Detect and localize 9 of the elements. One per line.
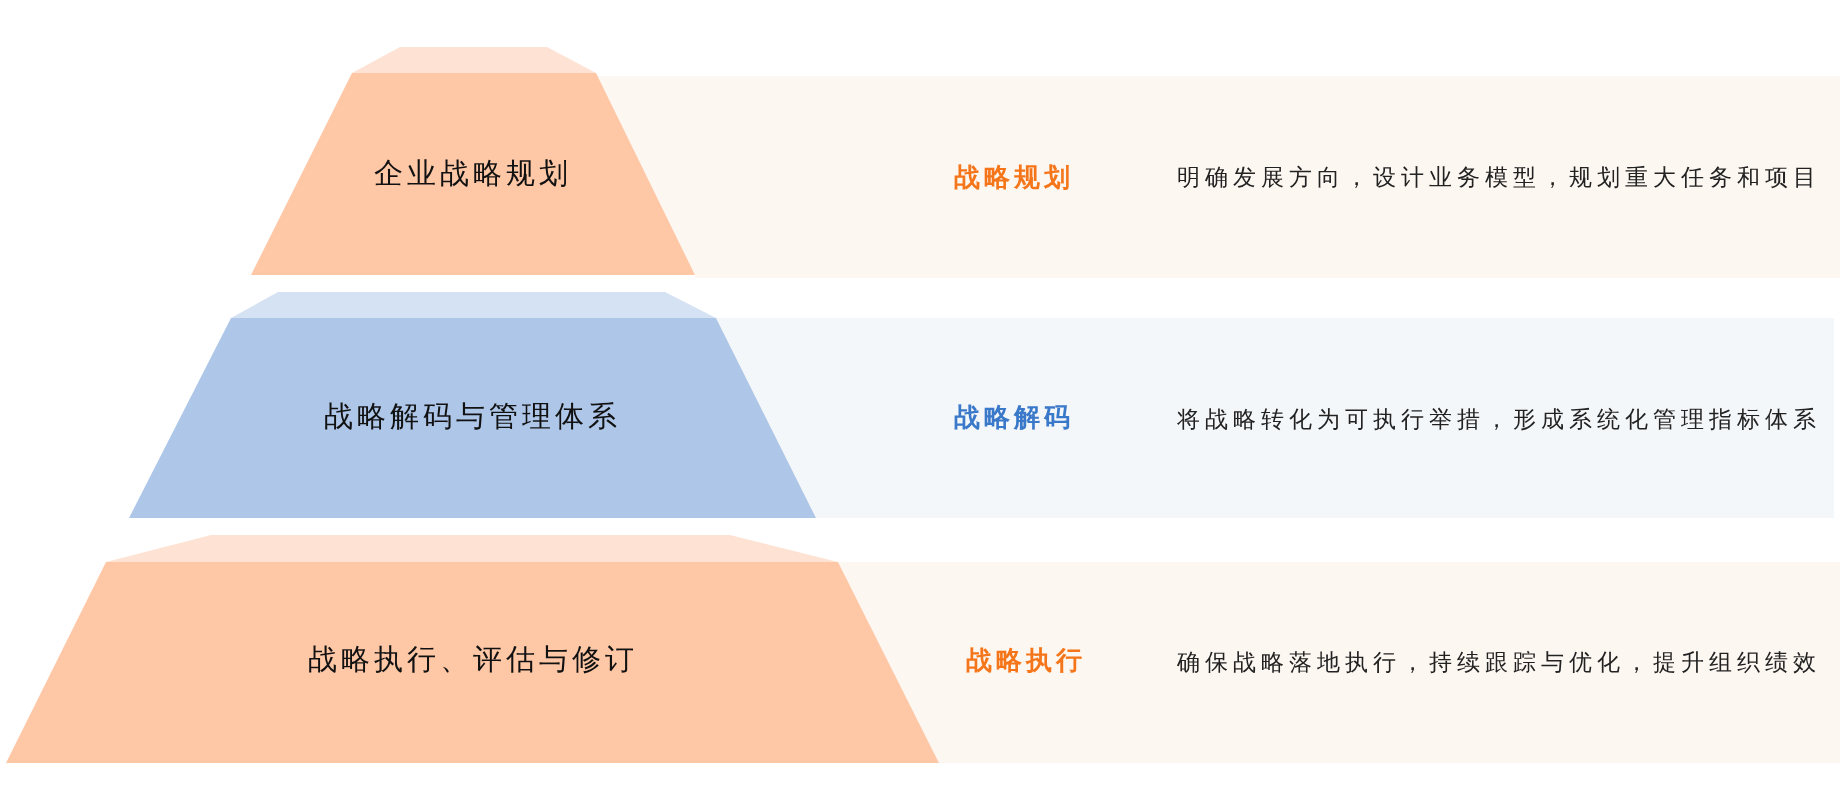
description-text: 明确发展方向，设计业务模型，规划重大任务和项目 bbox=[1177, 162, 1821, 192]
description-text: 确保战略落地执行，持续跟踪与优化，提升组织绩效 bbox=[1177, 647, 1821, 677]
description-text: 将战略转化为可执行举措，形成系统化管理指标体系 bbox=[1177, 404, 1821, 434]
keyword: 战略解码 bbox=[954, 400, 1074, 434]
tier-title: 战略解码与管理体系 bbox=[323, 398, 622, 435]
keyword: 战略执行 bbox=[966, 643, 1086, 677]
tier-title: 企业战略规划 bbox=[373, 155, 573, 192]
keyword: 战略规划 bbox=[954, 160, 1074, 194]
tier-title: 战略执行、评估与修订 bbox=[306, 641, 639, 678]
